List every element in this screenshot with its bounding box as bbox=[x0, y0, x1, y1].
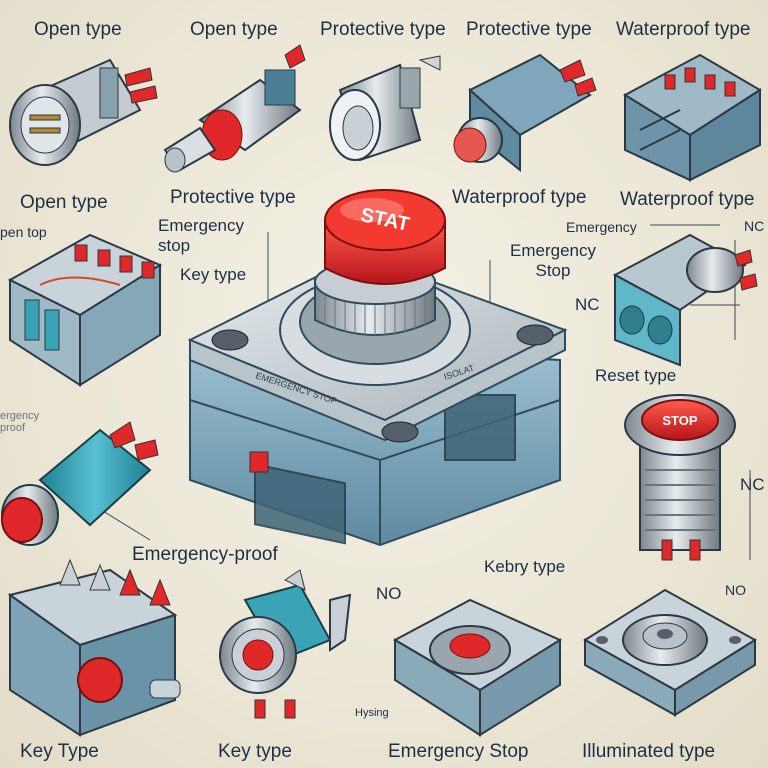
label-open-type-3: Open type bbox=[20, 192, 108, 213]
label-nc-right-mid: NC bbox=[740, 475, 765, 494]
label-emergency-proof: Emergency-proof bbox=[132, 544, 278, 565]
waterproof-type-box-illustration bbox=[622, 53, 762, 182]
label-emergency-right-small: Emergency bbox=[566, 219, 637, 235]
relay-box-illustration bbox=[7, 233, 163, 387]
label-waterproof-type-2: Waterproof type bbox=[452, 187, 587, 208]
label-emergency-stop-right: Emergency Stop bbox=[510, 241, 596, 280]
label-left-faint: ergency proof bbox=[0, 410, 40, 435]
label-key-type-bottom-1: Key Type bbox=[20, 741, 99, 762]
protective-type-cup-illustration bbox=[329, 55, 441, 162]
label-emergency-stop-bottom: Emergency Stop bbox=[388, 741, 529, 762]
open-type-plug-illustration bbox=[9, 58, 158, 166]
teal-cylinder-button-illustration bbox=[1, 421, 159, 546]
open-type-knurled-illustration bbox=[163, 44, 306, 173]
label-no-center: NO bbox=[376, 584, 402, 603]
stop-cap-text: STOP bbox=[662, 413, 697, 428]
key-type-frame-illustration bbox=[7, 558, 181, 737]
teal-switch-illustration bbox=[612, 233, 758, 367]
label-waterproof-type-1: Waterproof type bbox=[616, 19, 751, 40]
label-nc-right: NC bbox=[575, 295, 600, 314]
protective-type-red-illustration bbox=[453, 53, 597, 173]
center-switch-illustration bbox=[187, 189, 568, 547]
emergency-stop-plate-illustration bbox=[392, 598, 563, 737]
label-protective-type-3: Protective type bbox=[170, 187, 296, 208]
label-open-type-2: Open type bbox=[190, 19, 278, 40]
illuminated-type-illustration bbox=[583, 588, 757, 717]
label-key-type-left: Key type bbox=[180, 265, 247, 284]
key-type-round-illustration bbox=[219, 569, 352, 719]
label-reset-type: Reset type bbox=[595, 366, 677, 385]
label-nc-far-right: NC bbox=[744, 218, 765, 234]
stop-button-illustration bbox=[624, 394, 736, 561]
label-waterproof-type-3: Waterproof type bbox=[620, 189, 755, 210]
label-protective-type-2: Protective type bbox=[466, 19, 592, 40]
label-emergency-stop-left: Emergency stop bbox=[158, 216, 244, 255]
label-hysing: Hysing bbox=[355, 707, 389, 719]
label-key-type-bottom-2: Key type bbox=[218, 741, 292, 762]
label-open-type-1: Open type bbox=[34, 19, 122, 40]
label-open-top-cut: pen top bbox=[0, 224, 47, 240]
label-kebry-type: Kebry type bbox=[484, 557, 566, 576]
label-no-right: NO bbox=[725, 582, 746, 598]
label-protective-type-1: Protective type bbox=[320, 19, 446, 40]
label-illuminated-type: Illuminated type bbox=[582, 741, 716, 762]
